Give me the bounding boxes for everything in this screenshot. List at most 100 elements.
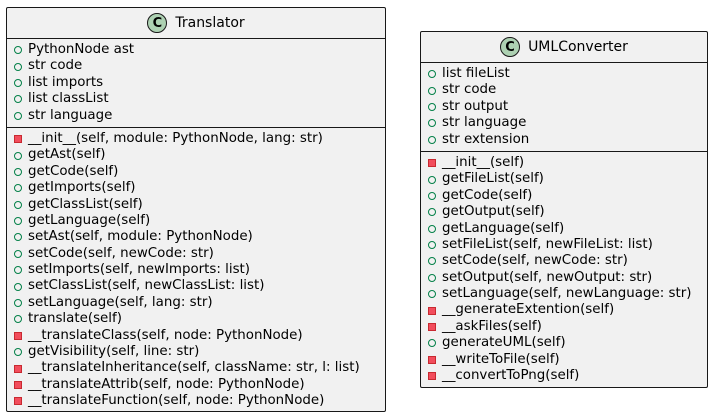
attribute-text: list classList xyxy=(28,91,109,107)
public-visibility-icon xyxy=(14,348,22,357)
method-text: setLanguage(self, lang: str) xyxy=(28,294,213,310)
public-visibility-icon xyxy=(428,224,436,233)
public-visibility-icon xyxy=(428,257,436,266)
attribute-text: PythonNode ast xyxy=(28,42,135,57)
public-visibility-icon xyxy=(14,167,22,176)
method-row: __writeToFile(self) xyxy=(421,352,707,368)
method-text: getClassList(self) xyxy=(28,196,143,212)
public-visibility-icon xyxy=(428,191,436,200)
method-text: __translateClass(self, node: PythonNode) xyxy=(28,327,303,343)
attribute-row: str code xyxy=(7,58,385,74)
attribute-text: str output xyxy=(442,98,509,114)
public-visibility-icon xyxy=(428,86,436,95)
public-visibility-icon xyxy=(14,151,22,160)
attribute-text: list fileList xyxy=(442,66,510,81)
method-text: getImports(self) xyxy=(28,180,136,196)
public-visibility-icon xyxy=(14,46,22,55)
method-text: setOutput(self, newOutput: str) xyxy=(442,269,653,285)
method-row: getLanguage(self) xyxy=(421,221,707,237)
method-row: __translateFunction(self, node: PythonNo… xyxy=(7,393,385,409)
public-visibility-icon xyxy=(14,78,22,87)
method-row: setImports(self, newImports: list) xyxy=(7,262,385,278)
private-visibility-icon xyxy=(428,306,436,315)
private-visibility-icon xyxy=(14,331,22,340)
public-visibility-icon xyxy=(14,282,22,291)
attribute-row: PythonNode ast xyxy=(7,42,385,58)
private-visibility-icon xyxy=(428,372,436,381)
method-row: getFileList(self) xyxy=(421,171,707,187)
public-visibility-icon xyxy=(428,290,436,299)
method-text: setImports(self, newImports: list) xyxy=(28,262,251,278)
attribute-text: str extension xyxy=(442,131,530,147)
method-row: setAst(self, module: PythonNode) xyxy=(7,229,385,245)
private-visibility-icon xyxy=(14,397,22,406)
public-visibility-icon xyxy=(428,339,436,348)
public-visibility-icon xyxy=(14,233,22,242)
method-text: __translateInheritance(self, className: … xyxy=(28,360,360,376)
method-text: getAst(self) xyxy=(28,147,106,163)
method-row: setLanguage(self, newLanguage: str) xyxy=(421,286,707,302)
attribute-text: str code xyxy=(442,82,497,98)
class-header: C UMLConverter xyxy=(421,32,707,63)
method-row: getAst(self) xyxy=(7,147,385,163)
attribute-text: str code xyxy=(28,58,83,74)
method-row: getClassList(self) xyxy=(7,197,385,213)
method-text: setFileList(self, newFileList: list) xyxy=(442,236,653,252)
attribute-text: str language xyxy=(28,107,113,123)
method-row: setOutput(self, newOutput: str) xyxy=(421,270,707,286)
methods-section: __init__(self)getFileList(self)getCode(s… xyxy=(421,152,707,387)
public-visibility-icon xyxy=(428,175,436,184)
method-row: getCode(self) xyxy=(421,188,707,204)
method-row: __init__(self, module: PythonNode, lang:… xyxy=(7,131,385,147)
public-visibility-icon xyxy=(14,111,22,120)
method-text: __askFiles(self) xyxy=(442,318,542,334)
method-row: __generateExtention(self) xyxy=(421,302,707,318)
private-visibility-icon xyxy=(14,364,22,373)
method-text: translate(self) xyxy=(28,311,122,327)
private-visibility-icon xyxy=(14,135,22,144)
attribute-text: str language xyxy=(442,115,527,131)
public-visibility-icon xyxy=(14,217,22,226)
method-text: setClassList(self, newClassList: list) xyxy=(28,278,265,294)
public-visibility-icon xyxy=(428,70,436,79)
attribute-row: list classList xyxy=(7,91,385,107)
class-header: C Translator xyxy=(7,8,385,39)
method-row: __translateClass(self, node: PythonNode) xyxy=(7,328,385,344)
method-text: setCode(self, newCode: str) xyxy=(442,253,628,269)
public-visibility-icon xyxy=(14,200,22,209)
method-text: getCode(self) xyxy=(442,187,533,203)
method-row: __convertToPng(self) xyxy=(421,368,707,384)
public-visibility-icon xyxy=(14,249,22,258)
attribute-row: str language xyxy=(421,115,707,131)
public-visibility-icon xyxy=(428,135,436,144)
method-row: setClassList(self, newClassList: list) xyxy=(7,278,385,294)
method-row: __translateInheritance(self, className: … xyxy=(7,360,385,376)
attribute-row: str language xyxy=(7,108,385,124)
method-text: __generateExtention(self) xyxy=(442,302,615,318)
method-text: getFileList(self) xyxy=(442,171,544,187)
method-row: __init__(self) xyxy=(421,155,707,171)
method-text: generateUML(self) xyxy=(442,335,566,351)
method-row: translate(self) xyxy=(7,311,385,327)
class-name: UMLConverter xyxy=(528,39,628,55)
method-text: __translateAttrib(self, node: PythonNode… xyxy=(28,376,305,392)
method-text: setAst(self, module: PythonNode) xyxy=(28,229,253,245)
private-visibility-icon xyxy=(428,355,436,364)
public-visibility-icon xyxy=(428,102,436,111)
class-stereotype-icon: C xyxy=(500,37,521,57)
method-text: __init__(self, module: PythonNode, lang:… xyxy=(28,130,323,146)
method-row: setFileList(self, newFileList: list) xyxy=(421,237,707,253)
method-row: __translateAttrib(self, node: PythonNode… xyxy=(7,377,385,393)
method-row: getCode(self) xyxy=(7,164,385,180)
method-row: __askFiles(self) xyxy=(421,319,707,335)
class-name: Translator xyxy=(175,15,245,31)
attribute-row: list imports xyxy=(7,75,385,91)
private-visibility-icon xyxy=(14,381,22,389)
method-text: setCode(self, newCode: str) xyxy=(28,245,214,261)
method-row: getImports(self) xyxy=(7,180,385,196)
method-row: setLanguage(self, lang: str) xyxy=(7,295,385,311)
method-text: getCode(self) xyxy=(28,163,119,179)
